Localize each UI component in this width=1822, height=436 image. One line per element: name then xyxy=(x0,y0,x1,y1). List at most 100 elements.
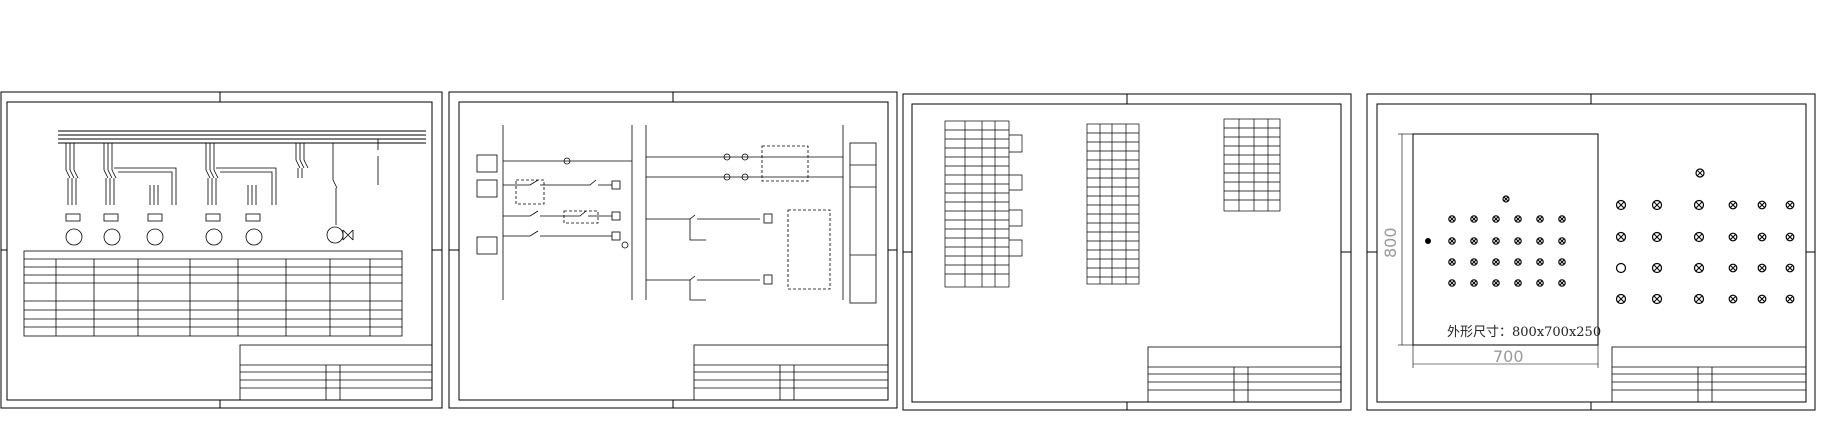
indicator-lamp-7 xyxy=(1448,237,1456,245)
indicator-lamp-28 xyxy=(1693,199,1705,211)
sheet-3 xyxy=(902,93,1352,411)
feeder-branches xyxy=(65,139,379,246)
lamp-cross-6 xyxy=(1559,216,1565,222)
indicator-lamp-33 xyxy=(1651,231,1663,243)
indicator-lamp-40 xyxy=(1693,262,1705,274)
indicator-lamp-34 xyxy=(1693,231,1705,243)
sheet-2 xyxy=(448,91,898,409)
lamp-cross-18 xyxy=(1559,259,1565,265)
lamp-cross-33 xyxy=(1653,233,1661,241)
sheet-2-title-block xyxy=(693,344,889,401)
indicator-lamp-23 xyxy=(1536,279,1544,287)
lamp-cross-26 xyxy=(1617,201,1625,209)
sheet-4-text: 外形尺寸：800x700x250 800 700 xyxy=(1381,227,1601,366)
lamp-cross-16 xyxy=(1515,259,1521,265)
sheet-3-outer-frame xyxy=(902,93,1352,411)
indicator-lamp-2 xyxy=(1470,215,1478,223)
lamp-cross-48 xyxy=(1758,295,1766,303)
lamp-cross-10 xyxy=(1515,238,1521,244)
indicator-lamp-3 xyxy=(1492,215,1500,223)
indicator-lamp-31 xyxy=(1785,200,1795,210)
indicator-lamp-14 xyxy=(1470,258,1478,266)
indicator-lamp-29 xyxy=(1728,200,1738,210)
cabinet-outline xyxy=(1412,133,1599,346)
indicator-lamp-24 xyxy=(1558,279,1566,287)
height-dimension-label: 800 xyxy=(1381,227,1400,258)
indicator-lamp-36 xyxy=(1757,232,1767,242)
sheet-2-inner-frame xyxy=(458,101,889,401)
lamp-cross-45 xyxy=(1653,295,1661,303)
indicator-lamp-39 xyxy=(1651,262,1663,274)
lamp-cross-42 xyxy=(1758,264,1766,272)
lamp-cross-14 xyxy=(1471,259,1477,265)
indicator-lamp-15 xyxy=(1492,258,1500,266)
indicator-lamp-22 xyxy=(1514,279,1522,287)
indicator-lamp-0 xyxy=(1502,195,1510,203)
lamp-cross-35 xyxy=(1729,233,1737,241)
lamp-cross-49 xyxy=(1786,295,1794,303)
lamp-cross-27 xyxy=(1653,201,1661,209)
indicator-lamp-47 xyxy=(1728,294,1738,304)
indicator-lamp-6 xyxy=(1558,215,1566,223)
indicator-lamp-43 xyxy=(1785,263,1795,273)
indicator-lamp-8 xyxy=(1470,237,1478,245)
lamp-cross-19 xyxy=(1449,280,1455,286)
lamp-cross-46 xyxy=(1695,295,1703,303)
indicator-lamp-13 xyxy=(1448,258,1456,266)
terminal-strip-a xyxy=(944,120,1023,288)
lamp-cross-1 xyxy=(1449,216,1455,222)
width-dimension-label: 700 xyxy=(1493,347,1524,366)
indicator-lamp-4 xyxy=(1514,215,1522,223)
lamp-cross-47 xyxy=(1729,295,1737,303)
lamp-cross-44 xyxy=(1617,295,1625,303)
lamp-cross-5 xyxy=(1537,216,1543,222)
lamp-cross-29 xyxy=(1729,201,1737,209)
indicator-lamp-35 xyxy=(1728,232,1738,242)
indicator-lamp-37 xyxy=(1785,232,1795,242)
indicator-lamp-30 xyxy=(1757,200,1767,210)
indicator-lamp-26 xyxy=(1615,199,1627,211)
lamp-cross-11 xyxy=(1537,238,1543,244)
indicator-lamp-9 xyxy=(1492,237,1500,245)
indicator-lamp-38 xyxy=(1615,262,1627,274)
lamp-cross-23 xyxy=(1537,280,1543,286)
lamp-cross-0 xyxy=(1503,196,1509,202)
control-circuit-right xyxy=(645,125,877,304)
lamp-cross-15 xyxy=(1493,259,1499,265)
sheet-4-outer-frame xyxy=(1366,93,1816,411)
indicator-lamp-21 xyxy=(1492,279,1500,287)
indicator-lamp-11 xyxy=(1536,237,1544,245)
sheet-3-title-block xyxy=(1147,346,1342,403)
sheet-3-inner-frame xyxy=(911,103,1342,403)
lamp-cross-40 xyxy=(1695,264,1703,272)
terminal-strip-c xyxy=(1223,118,1281,212)
indicator-lamp-32 xyxy=(1615,231,1627,243)
lamp-cross-12 xyxy=(1559,238,1565,244)
indicator-lamp-5 xyxy=(1536,215,1544,223)
lamp-cross-34 xyxy=(1695,233,1703,241)
indicator-lamp-27 xyxy=(1651,199,1663,211)
indicator-lamp-45 xyxy=(1651,293,1663,305)
lamp-cross-30 xyxy=(1758,201,1766,209)
indicator-lamp-18 xyxy=(1558,258,1566,266)
panel-dot xyxy=(1425,238,1431,244)
lamp-cross-28 xyxy=(1695,201,1703,209)
indicator-lamp-17 xyxy=(1536,258,1544,266)
lamp-cross-8 xyxy=(1471,238,1477,244)
width-dimension xyxy=(1412,345,1599,368)
lamp-cross-3 xyxy=(1493,216,1499,222)
sheet-1-control-table xyxy=(23,250,403,337)
lamp-cross-9 xyxy=(1493,238,1499,244)
indicator-lamp-49 xyxy=(1785,294,1795,304)
lamp-cross-37 xyxy=(1786,233,1794,241)
lamp-cross-41 xyxy=(1729,264,1737,272)
lamp-cross-22 xyxy=(1515,280,1521,286)
indicator-lamp-19 xyxy=(1448,279,1456,287)
indicator-lamp-16 xyxy=(1514,258,1522,266)
lamp-cross-4 xyxy=(1515,216,1521,222)
indicator-lamp-46 xyxy=(1693,293,1705,305)
control-circuit-left xyxy=(476,125,633,300)
indicator-lamp-41 xyxy=(1728,263,1738,273)
lamp-cross-31 xyxy=(1786,201,1794,209)
